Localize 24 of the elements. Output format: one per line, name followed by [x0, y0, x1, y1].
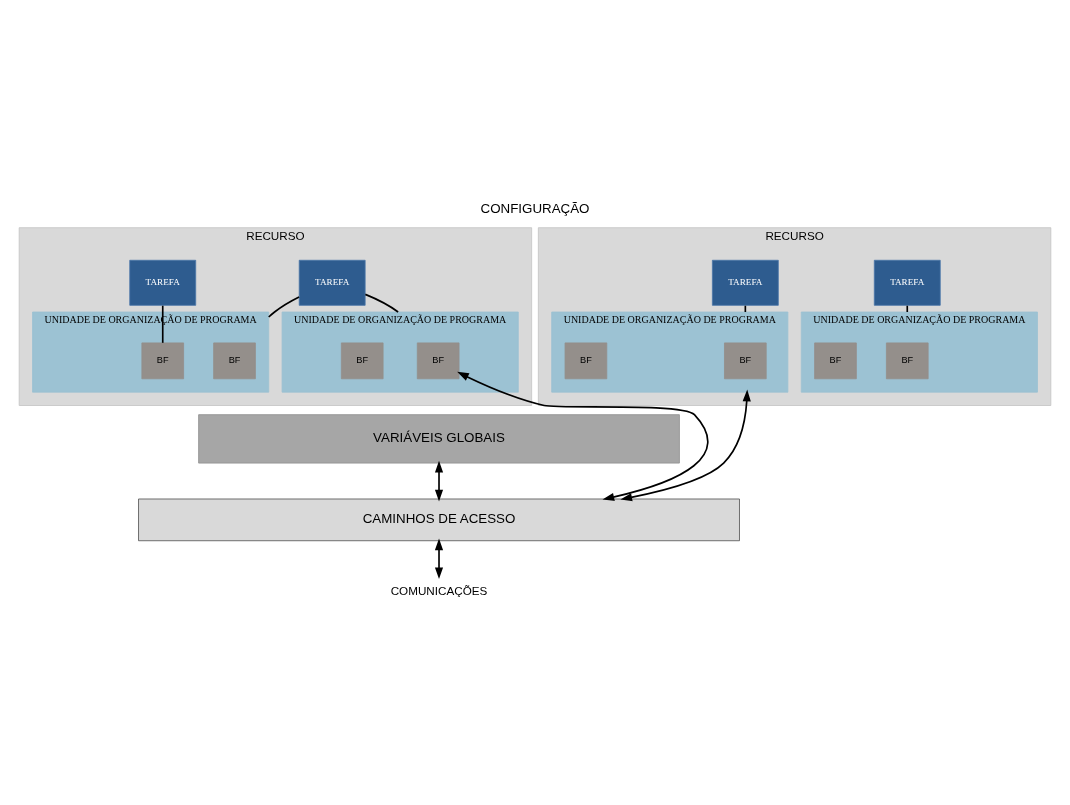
node-box: BF [814, 342, 857, 379]
node-box: BF [141, 342, 184, 379]
node-box: BF [340, 342, 384, 379]
connector [364, 293, 399, 313]
node-box: TAREFA [873, 259, 941, 306]
connector [906, 304, 909, 313]
arrow [434, 537, 444, 579]
node-box: CAMINHOS DE ACESSO [138, 498, 740, 541]
node-box: BF [886, 342, 929, 379]
node-box: VARIÁVEIS GLOBAIS [198, 413, 680, 463]
arrow [620, 389, 751, 501]
node-text: COMUNICAÇÕES [390, 583, 488, 597]
node-box: TAREFA [129, 259, 197, 306]
node-box: BF [213, 342, 256, 379]
arrow [434, 460, 444, 501]
node-box: BF [416, 342, 460, 379]
node-box: TAREFA [298, 259, 366, 306]
diagram-title: CONFIGURAÇÃO [480, 200, 590, 216]
connector [267, 295, 300, 318]
node-box: BF [564, 342, 608, 379]
arrow [457, 371, 709, 501]
node-box: BF [724, 342, 767, 379]
node-box: TAREFA [711, 259, 779, 306]
connector [161, 304, 164, 344]
